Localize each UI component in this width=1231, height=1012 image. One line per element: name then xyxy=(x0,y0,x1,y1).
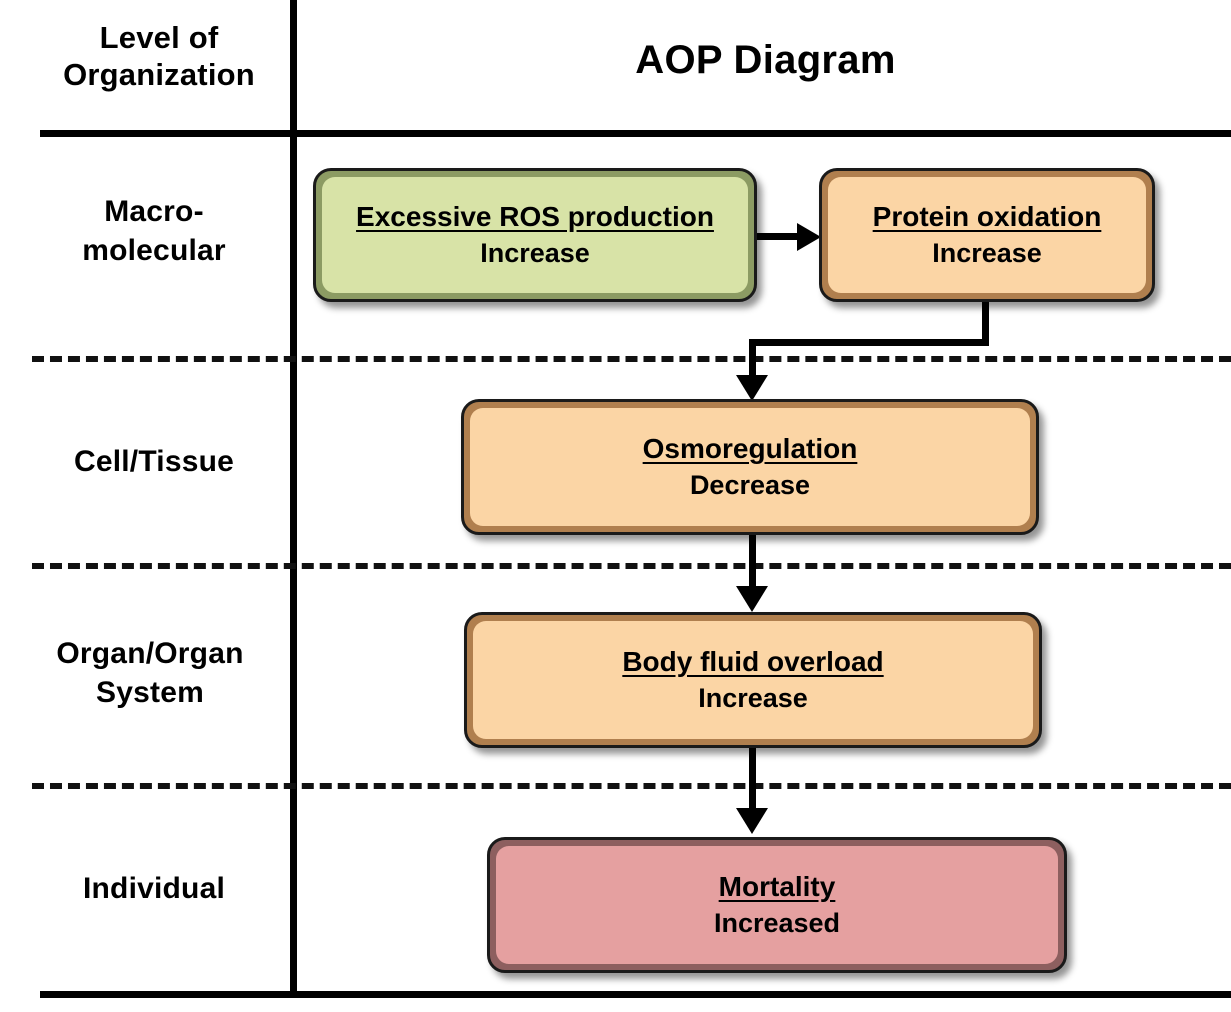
event-state-ros: Increase xyxy=(480,237,590,268)
connector-bodyfluid-to-mortality-arrowhead xyxy=(736,808,768,834)
event-title-body-fluid: Body fluid overload xyxy=(622,645,884,677)
connector-bodyfluid-to-mortality-line xyxy=(749,745,756,819)
divider-cell-organ xyxy=(32,563,1231,569)
connector-protein-to-osmo-vertical-up xyxy=(982,300,989,346)
divider-macromolecular-cell xyxy=(32,356,1231,362)
row-label-cell-tissue: Cell/Tissue xyxy=(20,442,288,481)
level-header-line2: Organization xyxy=(63,56,255,92)
event-state-protein: Increase xyxy=(932,237,1042,268)
event-state-mortality: Increased xyxy=(713,907,841,938)
event-title-osmoregulation: Osmoregulation xyxy=(642,432,858,464)
event-box-text-protein: Protein oxidation Increase xyxy=(822,199,1152,271)
connector-protein-to-osmo-horizontal xyxy=(749,339,989,346)
row-label-organ-system-line2: System xyxy=(96,676,204,709)
box-inner-surface-protein xyxy=(828,177,1146,293)
connector-osmo-to-bodyfluid-arrowhead xyxy=(736,586,768,612)
level-of-organization-header: Level of Organization xyxy=(30,20,288,93)
row-label-organ-system-line1: Organ/Organ xyxy=(56,637,244,670)
event-state-body-fluid: Increase xyxy=(698,682,808,713)
connector-osmo-to-bodyfluid-line xyxy=(749,533,756,595)
divider-organ-individual xyxy=(32,783,1231,789)
row-label-organ-system: Organ/Organ System xyxy=(12,634,288,712)
event-box-text-mortality: Mortality Increased xyxy=(490,869,1064,941)
event-title-mortality: Mortality xyxy=(718,870,836,902)
bottom-border-rule xyxy=(40,991,1231,998)
row-label-individual-line1: Individual xyxy=(82,872,225,905)
event-box-mortality[interactable]: Mortality Increased xyxy=(487,837,1067,973)
event-box-osmoregulation[interactable]: Osmoregulation Decrease xyxy=(461,399,1039,535)
event-title-ros: Excessive ROS production xyxy=(356,200,714,232)
event-box-text-ros: Excessive ROS production Increase xyxy=(316,199,754,271)
box-inner-surface-osmoregulation xyxy=(470,408,1030,526)
level-header-line1: Level of xyxy=(99,20,219,55)
event-box-excessive-ros-production[interactable]: Excessive ROS production Increase xyxy=(313,168,757,302)
header-separator-rule xyxy=(40,130,1231,137)
box-inner-surface-ros xyxy=(322,177,748,293)
event-box-body-fluid-overload[interactable]: Body fluid overload Increase xyxy=(464,612,1042,748)
connector-ros-to-protein-arrowhead xyxy=(797,223,821,251)
connector-protein-to-osmo-arrowhead xyxy=(736,375,768,401)
event-box-protein-oxidation[interactable]: Protein oxidation Increase xyxy=(819,168,1155,302)
row-label-individual: Individual xyxy=(20,869,288,908)
event-title-protein: Protein oxidation xyxy=(872,200,1102,232)
event-box-text-body-fluid: Body fluid overload Increase xyxy=(467,644,1039,716)
connector-ros-to-protein-line xyxy=(757,233,807,240)
row-label-macromolecular-line2: molecular xyxy=(82,234,226,267)
event-state-osmoregulation: Decrease xyxy=(689,469,811,500)
row-label-cell-tissue-line1: Cell/Tissue xyxy=(73,445,235,478)
box-inner-surface-body-fluid xyxy=(473,621,1033,739)
column-divider-rule xyxy=(290,0,297,997)
row-label-macromolecular: Macro- molecular xyxy=(20,192,288,270)
row-label-macromolecular-line1: Macro- xyxy=(104,195,204,228)
event-box-text-osmoregulation: Osmoregulation Decrease xyxy=(464,431,1036,503)
connector-protein-to-osmo-vertical-down xyxy=(749,339,756,383)
box-inner-surface-mortality xyxy=(496,846,1058,964)
page-title: AOP Diagram xyxy=(635,38,896,82)
